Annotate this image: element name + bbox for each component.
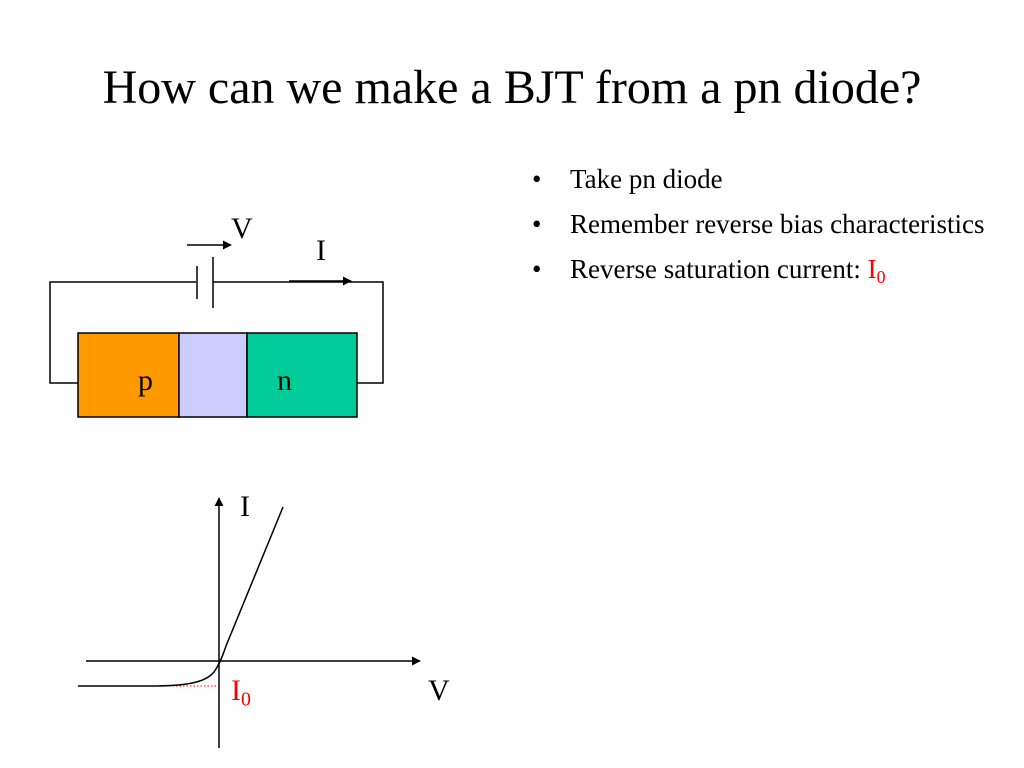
bullet-item: • Take pn diode xyxy=(530,163,1000,196)
bullet-item: • Reverse saturation current: I0 xyxy=(530,253,1000,286)
bullet-text: Take pn diode xyxy=(570,164,723,194)
saturation-current-symbol: I0 xyxy=(867,253,886,287)
circuit-wire-right xyxy=(213,281,384,384)
bullet-dot-icon: • xyxy=(532,208,542,239)
slide-title: How can we make a BJT from a pn diode? xyxy=(102,61,922,114)
bullet-text: Remember reverse bias characteristics xyxy=(570,208,985,239)
iv-saturation-label: I0 xyxy=(231,674,251,711)
bullet-item: • Remember reverse bias characteristics xyxy=(530,208,1000,241)
bullet-text: Reverse saturation current: xyxy=(570,253,868,284)
iv-curve xyxy=(78,506,284,687)
voltage-label: V xyxy=(231,212,253,245)
circuit-wire-left xyxy=(49,281,196,384)
depletion-region xyxy=(178,332,248,418)
bullet-dot-icon: • xyxy=(532,253,542,284)
iv-y-axis-label: I xyxy=(240,490,250,523)
n-region-label: n xyxy=(277,364,292,397)
iv-x-axis-label: V xyxy=(428,674,450,707)
p-region xyxy=(77,332,180,418)
current-label: I xyxy=(316,234,326,267)
bullet-list: • Take pn diode • Remember reverse bias … xyxy=(530,163,1000,298)
bullet-dot-icon: • xyxy=(532,164,542,194)
p-region-label: p xyxy=(138,364,153,397)
n-region xyxy=(246,332,358,418)
